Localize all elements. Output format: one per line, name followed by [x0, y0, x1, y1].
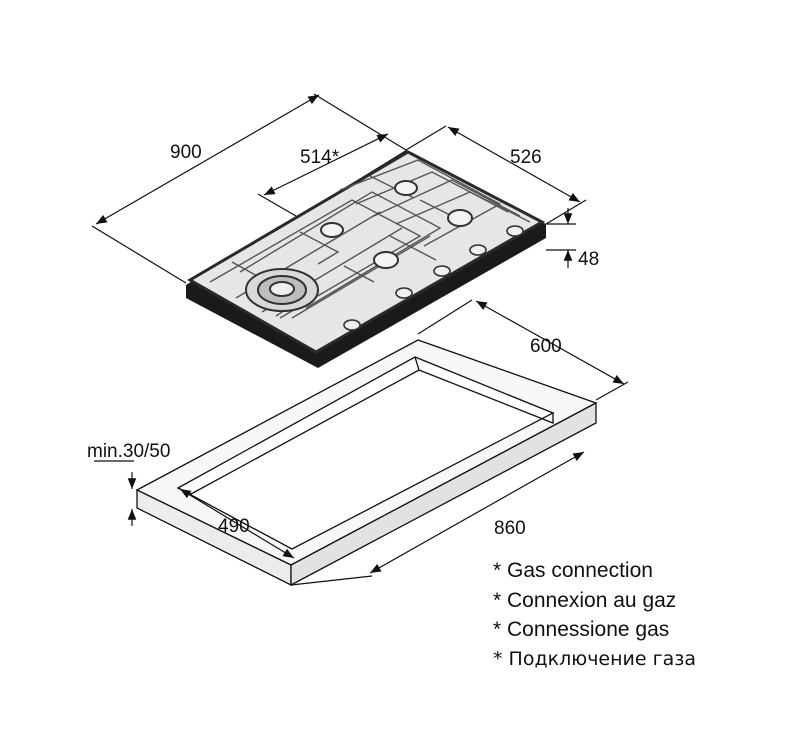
dim-label-900: 900: [170, 142, 202, 163]
control-knobs: [343, 225, 524, 331]
gas-hob: [186, 150, 546, 368]
dim-label-860: 860: [494, 518, 526, 539]
burner-small-rear: [394, 180, 418, 196]
knob: [395, 287, 413, 299]
note-french: * Connexion au gaz: [493, 588, 677, 612]
gas-connection-notes: * Gas connection * Connexion au gaz * Co…: [493, 556, 696, 674]
cutout-inner-depth-2: [418, 369, 554, 424]
dim-label-490: 490: [218, 516, 250, 537]
dim-label-48: 48: [578, 249, 599, 270]
dim-label-min-30-50: min.30/50: [87, 441, 170, 462]
burner-medium-right: [447, 209, 473, 227]
burner-wok: [245, 268, 319, 312]
dim-label-526: 526: [510, 147, 542, 168]
note-italian: * Connessione gas: [493, 618, 670, 641]
note-english: * Gas connection: [493, 559, 653, 582]
burner-medium-left: [320, 222, 344, 238]
knob: [343, 319, 361, 331]
knob: [506, 225, 524, 237]
knob: [469, 244, 487, 256]
knob: [433, 265, 451, 277]
burner-front: [373, 251, 399, 269]
dim-label-600: 600: [530, 336, 562, 357]
note-russian: * Подключение газа: [493, 647, 696, 670]
worktop-cutout: [135, 339, 598, 587]
dim-label-514: 514*: [300, 147, 340, 168]
dimension-lines: [91, 93, 629, 586]
